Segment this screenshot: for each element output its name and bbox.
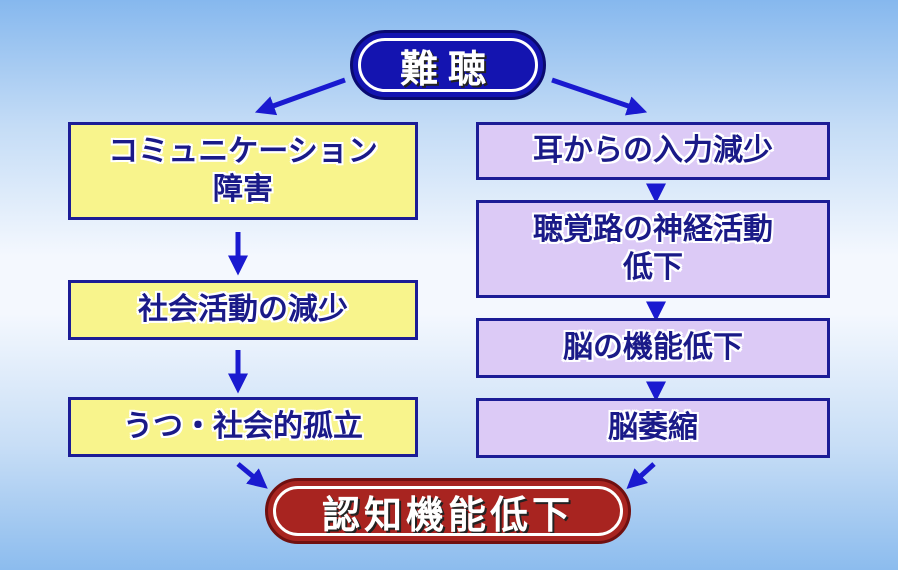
hearing-loss-node: 難聴	[350, 30, 546, 100]
arrow-left-bottom	[236, 462, 268, 489]
cognitive-decline-label: 認知機能低下	[321, 492, 574, 537]
ear-input-decrease-node: 耳からの入力減少	[476, 122, 830, 180]
depression-isolation-node: うつ・社会的孤立	[68, 397, 418, 457]
arrow-top-left	[254, 77, 346, 116]
arrow-right-bottom	[626, 462, 656, 490]
cognitive-decline-node: 認知機能低下	[265, 478, 631, 544]
hearing-loss-label: 難聴	[399, 46, 496, 91]
auditory-neural-activity-node: 聴覚路の神経活動 低下	[476, 200, 830, 298]
brain-function-decline-node: 脳の機能低下	[476, 318, 830, 378]
brain-atrophy-node: 脳萎縮	[476, 398, 830, 458]
arrow-top-right	[551, 77, 648, 116]
social-activity-decrease-node: 社会活動の減少	[68, 280, 418, 340]
communication-disorder-node: コミュニケーション 障害	[68, 122, 418, 220]
